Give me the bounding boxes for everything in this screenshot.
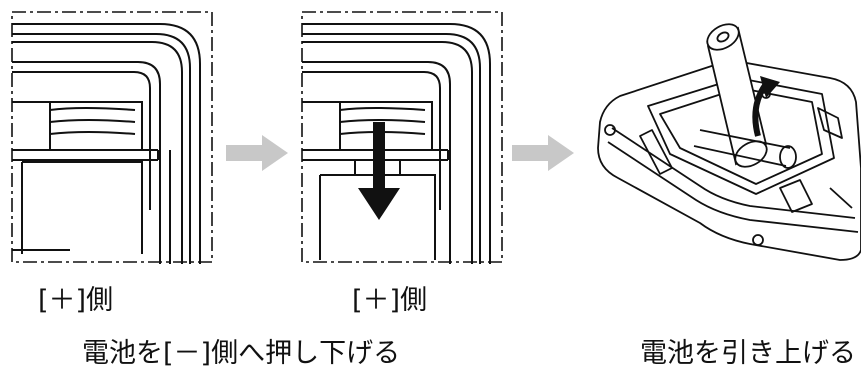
step2-side-label: [＋]側 (352, 285, 428, 316)
lift-up-caption: 電池を引き上げる (640, 338, 856, 369)
push-down-caption: 電池を[－]側へ押し下げる (82, 338, 401, 369)
step1-side-label: [＋]側 (38, 285, 114, 316)
device-battery-lift-figure (590, 18, 861, 263)
step2-closeup-drawing (301, 11, 503, 264)
step1-closeup-figure (10, 10, 215, 265)
flow-arrow-2 (512, 135, 574, 171)
step1-closeup-drawing (11, 11, 213, 264)
flow-arrow-1 (226, 135, 288, 171)
device-drawing (597, 23, 861, 261)
step2-closeup-figure (300, 10, 505, 265)
